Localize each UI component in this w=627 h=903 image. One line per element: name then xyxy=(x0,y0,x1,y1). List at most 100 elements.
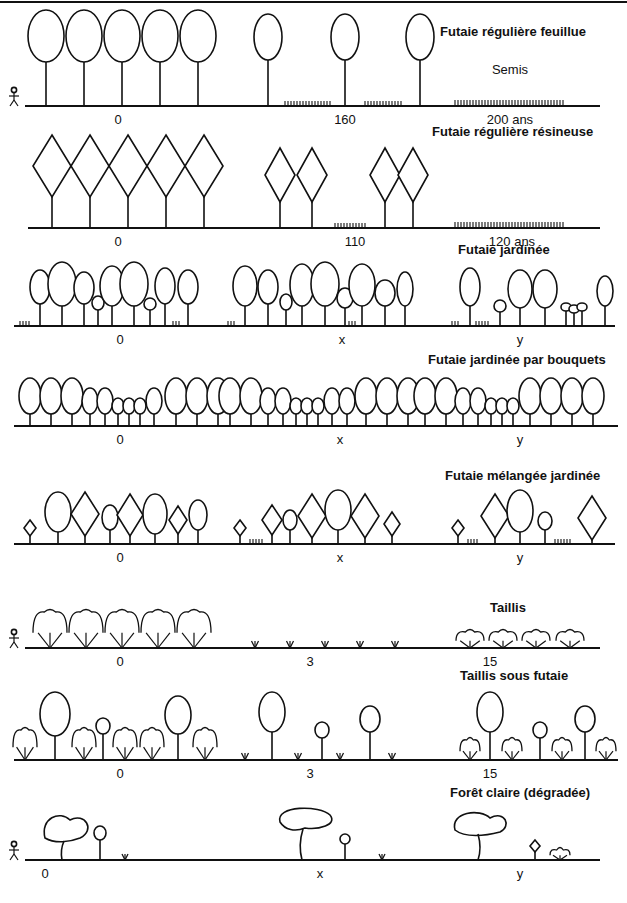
broadleaf-crown xyxy=(28,10,64,62)
seedling-tick xyxy=(517,100,518,106)
seedling-tick xyxy=(355,223,356,228)
seedling-tick xyxy=(252,539,253,544)
broadleaf-crown xyxy=(144,298,156,310)
seedling-tick xyxy=(499,100,500,106)
coppice-stem xyxy=(505,751,512,760)
coppice-stem xyxy=(152,747,160,760)
seedling-tick xyxy=(547,100,548,106)
coppice-stem xyxy=(502,641,503,648)
broadleaf-crown xyxy=(96,718,110,734)
seedling-tick xyxy=(520,222,521,228)
seedling-tick xyxy=(505,100,506,106)
trunk-line xyxy=(84,536,86,544)
age-label: 0 xyxy=(116,432,123,448)
seedling-tick xyxy=(562,100,563,106)
age-label: y xyxy=(517,866,524,882)
age-label: y xyxy=(517,432,524,448)
coppice-crown xyxy=(502,738,522,752)
coppice-stem xyxy=(25,747,33,760)
coppice-stem xyxy=(560,855,567,860)
seedling-tick xyxy=(550,100,551,106)
seedling-tick xyxy=(28,321,29,326)
trunk-line xyxy=(407,414,409,426)
seedling-tick xyxy=(569,539,570,544)
trunk-line xyxy=(344,844,346,860)
seedling-tick xyxy=(367,101,368,106)
trunk-line xyxy=(271,535,273,544)
sprout xyxy=(242,753,246,760)
seedling-tick xyxy=(556,100,557,106)
broadleaf-crown xyxy=(259,692,285,732)
broadleaf-crown xyxy=(97,388,113,414)
seedling-tick xyxy=(463,222,464,228)
seedling-tick xyxy=(517,222,518,228)
seedling-tick xyxy=(502,222,503,228)
age-label: 0 xyxy=(116,766,123,782)
coppice-stem xyxy=(570,641,580,648)
coppice-stem xyxy=(470,641,480,648)
trunk-line xyxy=(311,202,313,228)
seedling-tick xyxy=(351,321,352,326)
seedling-tick xyxy=(563,539,564,544)
broadleaf-crown xyxy=(82,388,98,414)
seedling-tick xyxy=(463,100,464,106)
seedling-tick xyxy=(454,222,455,228)
seedling-tick xyxy=(388,101,389,106)
seedling-tick xyxy=(175,321,176,326)
coppice-stem xyxy=(562,751,569,760)
seedling-tick xyxy=(326,101,327,106)
broadleaf-crown xyxy=(260,388,276,414)
trunk-line xyxy=(197,62,199,106)
conifer-crown xyxy=(234,520,246,536)
trunk-line xyxy=(386,414,388,426)
seedling-tick xyxy=(337,223,338,228)
broadleaf-crown xyxy=(533,270,557,308)
broadleaf-crown xyxy=(165,378,187,414)
seedling-tick xyxy=(511,100,512,106)
seedling-tick xyxy=(484,100,485,106)
broadleaf-crown xyxy=(142,10,178,62)
broadleaf-crown xyxy=(325,490,351,530)
trunk-line xyxy=(121,62,123,106)
broadleaf-crown xyxy=(233,266,257,306)
sprout xyxy=(295,753,299,760)
stand-type-title: Futaie régulière feuillue xyxy=(440,24,586,40)
age-label: x xyxy=(317,866,324,882)
seedling-tick xyxy=(562,222,563,228)
person-leg xyxy=(14,854,18,860)
seedling-tick xyxy=(467,539,468,544)
age-label: 0 xyxy=(116,550,123,566)
conifer-crown xyxy=(117,494,143,536)
trunk-line xyxy=(128,414,130,426)
trunk-line xyxy=(71,414,73,426)
sprout xyxy=(287,641,291,648)
seedling-tick xyxy=(317,101,318,106)
trunk-line xyxy=(324,306,326,326)
trunk-line xyxy=(571,414,573,426)
coppice-stem xyxy=(144,747,152,760)
trunk-line xyxy=(478,834,480,860)
seedling-tick xyxy=(487,100,488,106)
sprout xyxy=(255,641,259,648)
seedling-tick xyxy=(538,222,539,228)
coppice-stem xyxy=(503,641,513,648)
trunk-line xyxy=(573,313,575,326)
ground-line xyxy=(25,859,600,861)
broadleaf-crown xyxy=(186,378,208,414)
seedling-tick xyxy=(451,321,452,326)
coppice-stem xyxy=(470,751,477,760)
seedling-tick xyxy=(469,222,470,228)
trunk-line xyxy=(565,311,567,326)
seedling-tick xyxy=(472,222,473,228)
seedling-tick xyxy=(466,100,467,106)
trunk-line xyxy=(139,414,141,426)
trunk-line xyxy=(175,414,177,426)
age-label: 0 xyxy=(114,112,121,128)
trunk-line xyxy=(317,414,319,426)
broadleaf-crown xyxy=(165,696,191,734)
coppice-stem xyxy=(512,751,519,760)
seedling-tick xyxy=(376,101,377,106)
trunk-line xyxy=(369,732,371,760)
seedling-tick xyxy=(547,222,548,228)
coppice-stem xyxy=(599,751,606,760)
